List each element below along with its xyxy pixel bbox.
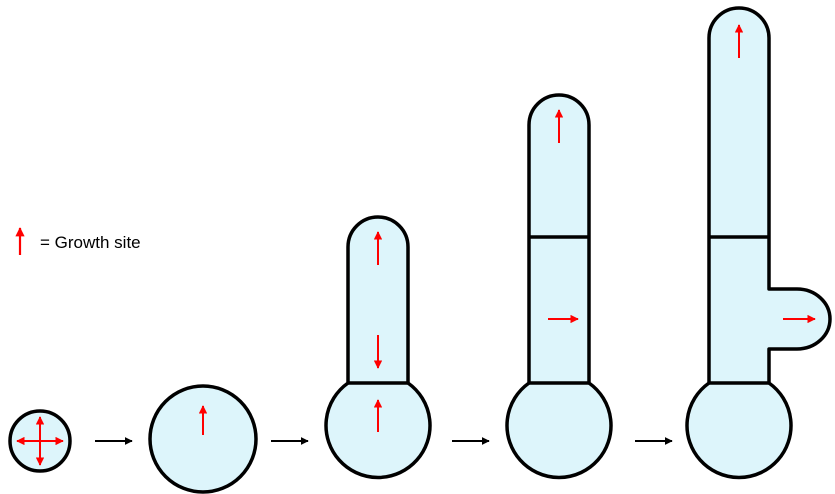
cell-outline xyxy=(685,6,832,480)
stage-5-branched-hypha xyxy=(685,6,832,480)
stage-2-sphere xyxy=(148,384,258,494)
legend: = Growth site xyxy=(15,227,141,255)
sphere-cell xyxy=(148,384,258,494)
cell-outline xyxy=(505,93,613,480)
stage-3-germ-tube xyxy=(324,215,432,480)
stage-1-spore xyxy=(8,409,72,473)
legend-label: = Growth site xyxy=(40,233,141,252)
stage-4-hypha xyxy=(505,93,613,480)
